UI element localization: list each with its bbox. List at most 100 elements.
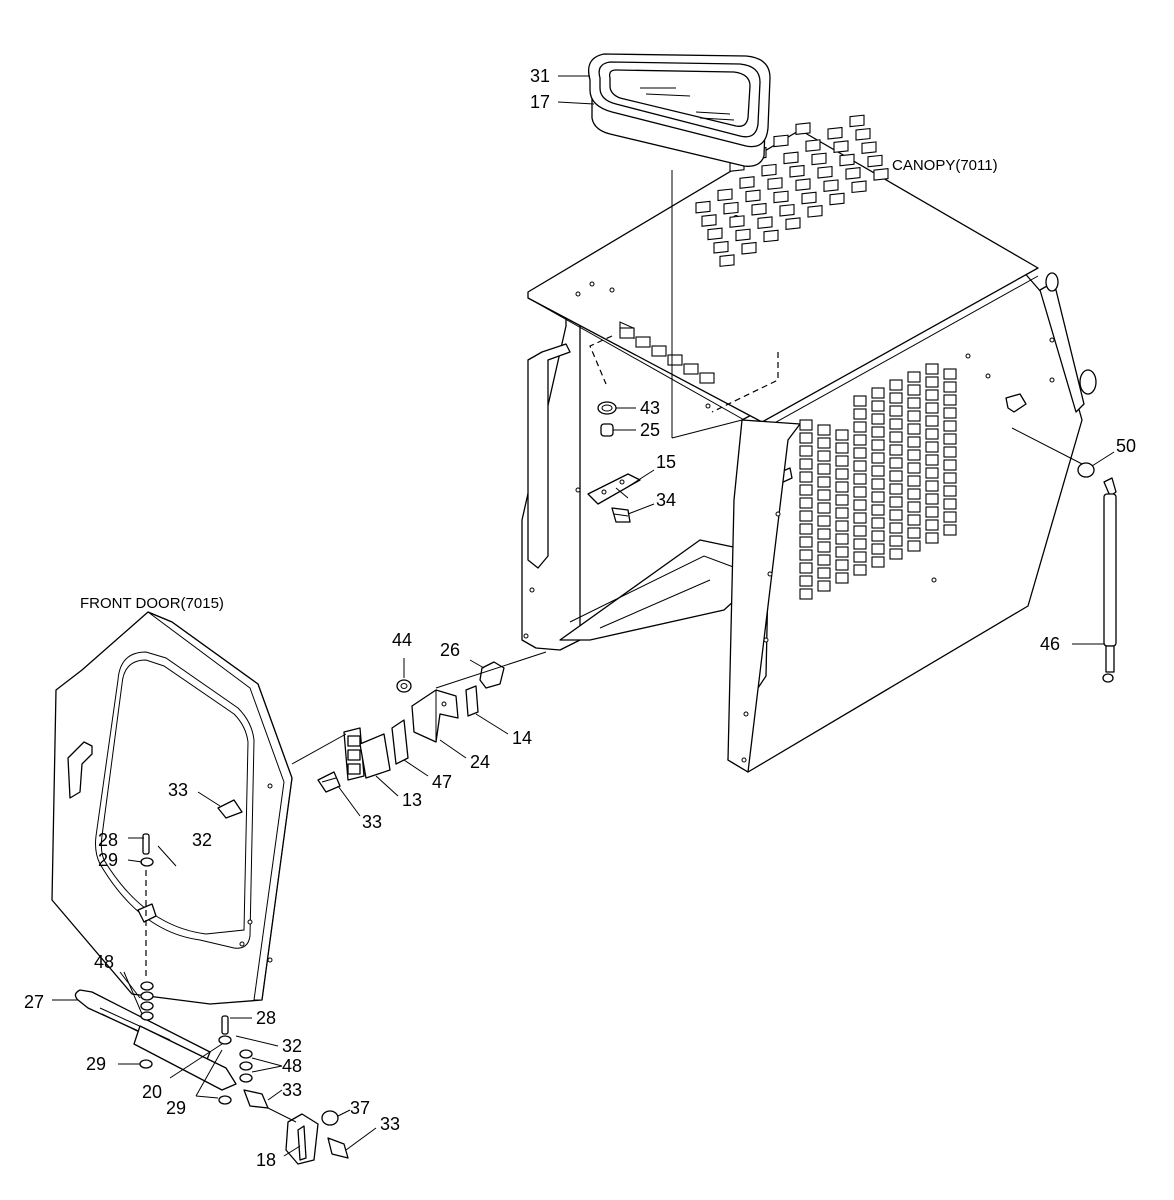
part-48-washers-left bbox=[140, 981, 154, 1021]
side-grille-cell bbox=[907, 423, 921, 435]
side-grille-cell bbox=[925, 389, 939, 401]
roof-window-assembly bbox=[587, 53, 771, 439]
side-grille-cell bbox=[853, 512, 867, 524]
side-grille-cell bbox=[799, 445, 813, 457]
callout-c13a: 13 bbox=[402, 790, 422, 810]
side-grille-cell bbox=[889, 470, 903, 482]
side-grille-cell bbox=[835, 494, 849, 506]
side-grille-cell bbox=[853, 486, 867, 498]
roof-grille-cell bbox=[767, 177, 783, 190]
roof-grille-cell bbox=[851, 180, 867, 194]
side-grille-cell bbox=[925, 519, 939, 531]
front-vent-cell bbox=[651, 345, 667, 357]
roof-grille-cell bbox=[761, 163, 777, 177]
side-grille-cell bbox=[817, 515, 831, 527]
side-grille-cell bbox=[943, 420, 957, 432]
side-grille-cell bbox=[871, 478, 885, 490]
side-grille-cell bbox=[817, 450, 831, 462]
side-grille-cell bbox=[925, 441, 939, 453]
side-grille-cell bbox=[907, 527, 921, 539]
side-grille-cell bbox=[871, 452, 885, 464]
side-grille-cell bbox=[799, 419, 813, 431]
side-grille-cell bbox=[853, 525, 867, 537]
side-grille-cell bbox=[925, 428, 939, 440]
side-grille-cell bbox=[925, 363, 939, 375]
side-grille-cell bbox=[799, 510, 813, 522]
callout-c33c: 33 bbox=[282, 1080, 302, 1100]
callout-c15: 15 bbox=[656, 452, 676, 472]
side-grille-cell bbox=[925, 532, 939, 544]
side-grille-cell bbox=[871, 517, 885, 529]
roof-grille-cell bbox=[773, 134, 789, 148]
part-50-bushing bbox=[1077, 462, 1095, 478]
side-grille-cell bbox=[907, 384, 921, 396]
part-46-gas-strut bbox=[1102, 477, 1117, 683]
canopy-front-vent-row bbox=[619, 327, 715, 384]
roof-grille-cell bbox=[779, 203, 795, 217]
side-grille-cell bbox=[943, 433, 957, 445]
callout-c33a: 33 bbox=[362, 812, 382, 832]
side-grille-cell bbox=[925, 402, 939, 414]
side-grille-cell bbox=[943, 446, 957, 458]
side-grille-cell bbox=[907, 410, 921, 422]
front-door-assembly bbox=[51, 611, 293, 1005]
roof-grille-cell bbox=[873, 168, 889, 181]
part-47-shim bbox=[391, 719, 409, 765]
side-grille-cell bbox=[871, 491, 885, 503]
side-grille-cell bbox=[817, 567, 831, 579]
roof-grille-cell bbox=[817, 165, 833, 179]
canopy-roof-grille bbox=[695, 114, 889, 267]
callout-c20: 20 bbox=[142, 1082, 162, 1102]
side-grille-cell bbox=[889, 418, 903, 430]
roof-grille-cell bbox=[785, 217, 801, 230]
roof-grille-cell bbox=[741, 241, 757, 255]
callout-c33d: 33 bbox=[380, 1114, 400, 1134]
roof-grille-cell bbox=[849, 114, 865, 128]
part-29-washers-lower bbox=[218, 1035, 232, 1105]
side-grille-cell bbox=[853, 408, 867, 420]
side-grille-cell bbox=[943, 394, 957, 406]
part-14-plate bbox=[465, 685, 479, 717]
side-grille-cell bbox=[853, 395, 867, 407]
roof-grille-cell bbox=[867, 154, 883, 168]
side-grille-cell bbox=[853, 551, 867, 563]
side-grille-cell bbox=[853, 538, 867, 550]
part-28-pin-upper bbox=[142, 833, 150, 855]
part-24-bracket bbox=[411, 689, 459, 743]
part-48-washers-right bbox=[239, 1049, 253, 1083]
side-grille-cell bbox=[799, 458, 813, 470]
side-grille-cell bbox=[853, 499, 867, 511]
roof-grille-cell bbox=[745, 189, 761, 203]
callout-c47: 47 bbox=[432, 772, 452, 792]
side-grille-cell bbox=[853, 421, 867, 433]
roof-grille-cell bbox=[763, 229, 779, 243]
part-33-bolt-door bbox=[217, 799, 243, 819]
side-grille-cell bbox=[925, 376, 939, 388]
side-grille-cell bbox=[889, 431, 903, 443]
side-grille-cell bbox=[853, 460, 867, 472]
roof-grille-cell bbox=[827, 126, 843, 140]
side-grille-cell bbox=[853, 447, 867, 459]
roof-grille-cell bbox=[717, 188, 733, 202]
side-grille-cell bbox=[925, 493, 939, 505]
roof-grille-cell bbox=[707, 227, 723, 241]
side-grille-cell bbox=[817, 541, 831, 553]
side-grille-cell bbox=[817, 554, 831, 566]
roof-grille-cell bbox=[735, 228, 751, 242]
side-grille-cell bbox=[943, 498, 957, 510]
side-grille-cell bbox=[925, 480, 939, 492]
side-grille-cell bbox=[799, 432, 813, 444]
roof-grille-cell bbox=[773, 190, 789, 204]
side-grille-cell bbox=[799, 549, 813, 561]
side-grille-cell bbox=[835, 533, 849, 545]
part-37-nut bbox=[321, 1110, 339, 1126]
side-grille-cell bbox=[889, 522, 903, 534]
side-grille-cell bbox=[889, 405, 903, 417]
side-grille-cell bbox=[835, 455, 849, 467]
callout-c25: 25 bbox=[640, 420, 660, 440]
front-door-handle bbox=[67, 741, 93, 799]
part-29-washer-upper bbox=[140, 857, 154, 867]
callout-c24: 24 bbox=[470, 752, 490, 772]
part-33-bolt-hinge bbox=[317, 771, 341, 793]
